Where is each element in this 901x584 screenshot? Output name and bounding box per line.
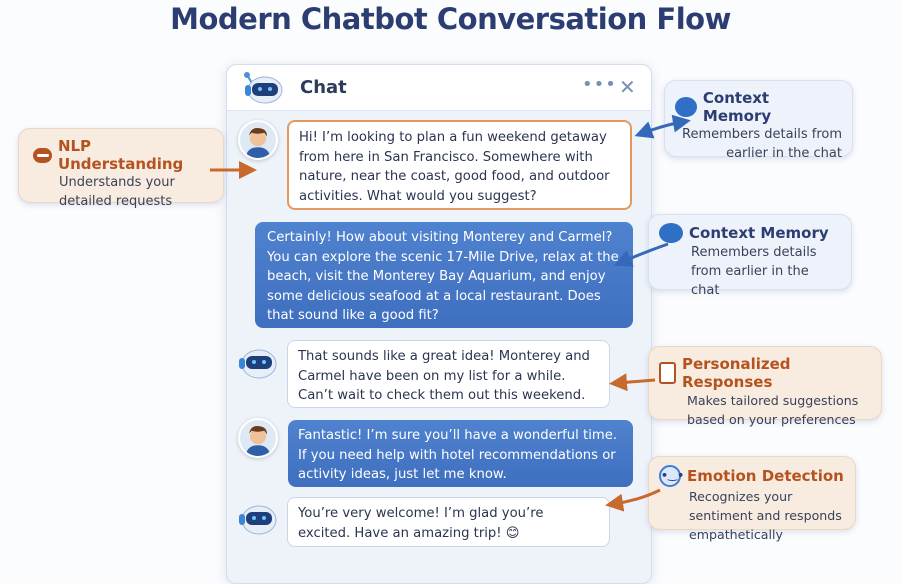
message-bubble: Hi! I’m looking to plan a fun weekend ge… <box>287 120 632 210</box>
bot-avatar <box>239 505 277 535</box>
callout-desc: Remembers details from earlier in the ch… <box>682 127 842 161</box>
callout-emotion-detection: •‿•Emotion Detection Recognizes your sen… <box>648 456 856 542</box>
message-bubble: You’re very welcome! I’m glad you’re exc… <box>287 497 610 547</box>
user-avatar <box>238 120 278 160</box>
bot-avatar <box>239 349 277 379</box>
clipboard-icon <box>659 362 676 384</box>
callout-title: Personalized Responses <box>681 355 791 391</box>
callout-title: NLP Understanding <box>57 137 184 173</box>
diagram-title: Modern Chatbot Conversation Flow <box>170 2 731 36</box>
callout-title: Emotion Detection <box>687 467 844 485</box>
arrow <box>613 242 669 267</box>
robot-icon <box>244 72 283 104</box>
face-icon: •‿• <box>659 465 684 487</box>
brain-chat-icon <box>659 223 683 243</box>
more-options-button[interactable]: ••• <box>582 74 617 95</box>
callout-title: Context Memory <box>702 89 772 125</box>
callout-nlp-understanding: NLP Understanding Understands your detai… <box>18 128 224 209</box>
callout-desc: Understands your detailed requests <box>59 175 175 209</box>
callout-desc: Recognizes your sentiment and responds e… <box>689 489 842 542</box>
callout-context-memory: Context Memory Remembers details from ea… <box>664 80 853 161</box>
callout-title: Context Memory <box>689 224 829 242</box>
callout-context-memory: Context Memory Remembers details from ea… <box>648 214 852 298</box>
chat-header: Chat ••• ✕ <box>227 65 651 111</box>
callout-desc: Makes tailored suggestions based on your… <box>687 393 859 427</box>
message-bubble: Certainly! How about visiting Monterey a… <box>255 222 633 328</box>
user-avatar <box>238 418 278 458</box>
chat-title: Chat <box>300 77 347 98</box>
arrow <box>609 373 656 392</box>
close-button[interactable]: ✕ <box>619 75 636 99</box>
connector-arrows <box>210 114 691 512</box>
message-bubble: Fantastic! I’m sure you’ll have a wonder… <box>288 420 633 487</box>
message-bubble: That sounds like a great idea! Monterey … <box>287 340 610 408</box>
arrow <box>605 488 661 512</box>
brain-icon <box>675 97 697 117</box>
callout-desc: Remembers details from earlier in the ch… <box>691 245 817 298</box>
speech-bubble-icon <box>33 147 52 163</box>
callout-personalized-responses: Personalized Responses Makes tailored su… <box>648 346 882 427</box>
arrow <box>634 114 691 139</box>
